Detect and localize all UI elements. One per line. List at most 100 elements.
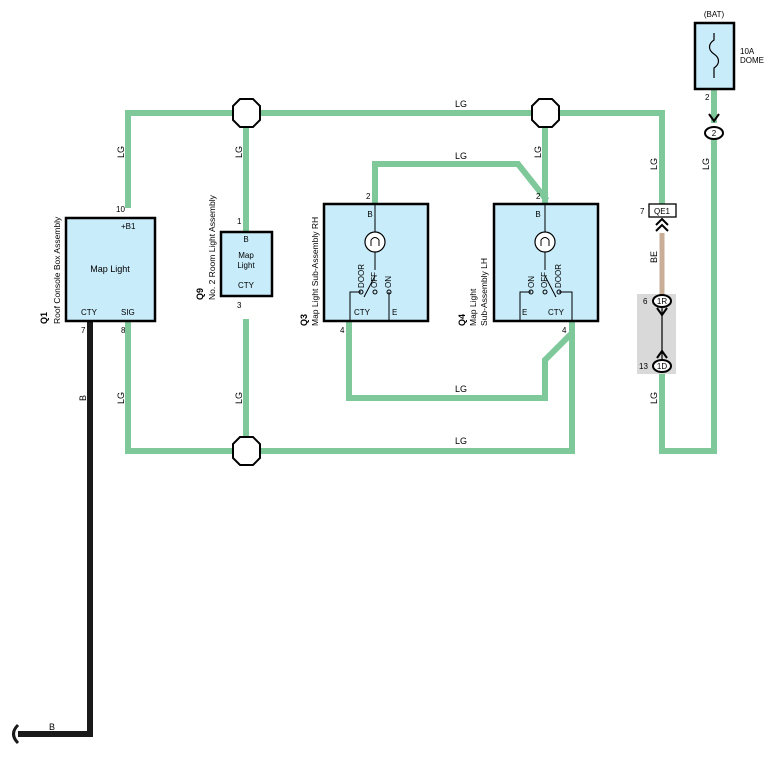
q9-pin-cty: 3	[237, 301, 242, 310]
q1-title: Map Light	[90, 264, 130, 274]
connector-1r	[652, 294, 672, 308]
q1-pin-b1-label: +B1	[121, 222, 136, 231]
junction-connectors: QE1 7 1R 6 1D 13	[637, 203, 677, 374]
q3-switch-off: OFF	[370, 272, 379, 288]
component-q3: 2 B DOOR OFF ON CTY E 4 Q3 Map Light Sub…	[299, 192, 430, 335]
connector-1r-label: 1R	[657, 297, 667, 306]
wire-top-bus	[125, 110, 665, 208]
q3-box	[322, 202, 430, 323]
q3-pin-b-label: B	[367, 210, 372, 219]
q1-pin-cty-label: CTY	[81, 308, 98, 317]
q1-box	[64, 216, 157, 323]
q4-pin-e-label: E	[522, 308, 527, 317]
q1-code: Q1	[39, 312, 49, 324]
wire-label: LG	[455, 436, 467, 446]
bulb-icon	[364, 231, 386, 253]
wire-rh-cty-lh-e	[346, 319, 575, 401]
component-q9: B Map Light CTY 1 3 Q9 No. 2 Room Light …	[195, 194, 274, 310]
wire-label: LG	[649, 158, 659, 170]
wire-rh-lh-link	[372, 161, 550, 208]
q3-switch-door: DOOR	[357, 264, 366, 288]
splice-junctions	[232, 98, 560, 466]
q9-title-line1: Map	[238, 251, 254, 260]
q1-pin-b1: 10	[116, 205, 125, 214]
filament-icon	[370, 237, 380, 246]
q3-pin-cty: 4	[340, 326, 345, 335]
wire-label: LG	[455, 151, 467, 161]
connector-1d-label: 1D	[657, 362, 667, 371]
fuse-block: (BAT) 10A DOME 2 2	[693, 10, 764, 140]
connector-1d-pin: 13	[639, 362, 648, 371]
q9-name: No. 2 Room Light Assembly	[207, 194, 217, 300]
connector-arrow-icon	[656, 349, 668, 359]
splice-junction	[531, 98, 560, 128]
wire-label: LG	[701, 158, 711, 170]
q1-pin-cty: 7	[81, 326, 86, 335]
q1-pin-sig-label: SIG	[121, 308, 135, 317]
q4-internal-wire	[519, 291, 531, 321]
component-q4: 2 B ON OFF DOOR E CTY 4 Q4 Map Light Sub…	[457, 192, 600, 335]
q4-internal-wire	[559, 291, 573, 321]
connector-2	[704, 126, 724, 140]
switch-lever-icon	[363, 275, 376, 298]
q9-code: Q9	[195, 288, 205, 300]
fuse-icon	[708, 33, 720, 78]
connector-arrow-icon	[656, 307, 668, 317]
wire-label: LG	[234, 392, 244, 404]
connector-1r-pin: 6	[643, 297, 648, 306]
component-q1: Map Light +B1 10 CTY 7 SIG 8 Q1 Roof Con…	[39, 205, 157, 335]
fuse-pin: 2	[705, 93, 710, 102]
q3-switch-on: ON	[384, 276, 393, 288]
connector-qe1-label: QE1	[654, 207, 671, 216]
q9-pin-cty-label: CTY	[238, 281, 255, 290]
power-source-label: (BAT)	[704, 10, 725, 19]
wire-label: LG	[234, 146, 244, 158]
bulb-icon	[534, 231, 556, 253]
wire-label: LG	[455, 384, 467, 394]
wire-label: B	[78, 395, 88, 401]
wire-ground	[18, 322, 93, 737]
wire-labels: LG LG LG LG LG LG LG LG LG LG LG LG B E B…	[49, 99, 711, 732]
fuse-rating: 10A	[740, 47, 755, 56]
wire-label: LG	[455, 99, 467, 109]
splice-junction	[232, 98, 261, 128]
q4-pin-cty-label: CTY	[548, 308, 565, 317]
q4-code: Q4	[457, 314, 467, 326]
connector-1d	[652, 359, 672, 373]
splice-junction	[232, 436, 261, 466]
switch-contact	[542, 289, 548, 295]
q9-pin-b: 1	[237, 217, 242, 226]
wire-label: LG	[649, 392, 659, 404]
q4-name-line2: Sub-Assembly LH	[479, 258, 489, 326]
wire-bottom-bus	[125, 319, 575, 454]
q4-switch-door: DOOR	[554, 264, 563, 288]
q3-pin-e-label: E	[392, 308, 397, 317]
q3-pin-cty-label: CTY	[354, 308, 371, 317]
wire-label: LG	[116, 392, 126, 404]
q9-pin-b-label: B	[243, 235, 248, 244]
q9-title-line2: Light	[237, 261, 255, 270]
connector-arrow-icon	[708, 113, 720, 123]
switch-contact	[372, 289, 378, 295]
q3-internal-wire	[349, 291, 361, 321]
wire-label: LG	[116, 146, 126, 158]
q3-code: Q3	[299, 314, 309, 326]
ground-terminal-icon	[12, 723, 20, 745]
connector-2-label: 2	[712, 129, 717, 138]
q4-pin-b: 2	[536, 192, 541, 201]
fuse-name: DOME	[740, 56, 764, 65]
q4-pin-b-label: B	[535, 210, 540, 219]
switch-lever-icon	[544, 275, 557, 298]
q4-switch-on: ON	[527, 276, 536, 288]
wire-label: B	[49, 722, 55, 732]
connector-chevron-icon	[655, 217, 669, 232]
q3-name: Map Light Sub-Assembly RH	[310, 217, 320, 326]
filament-icon	[540, 237, 550, 246]
q1-pin-sig: 8	[121, 326, 126, 335]
wire-fuse-return	[659, 135, 717, 454]
q4-name-line1: Map Light	[468, 288, 478, 326]
wire-label: LG	[533, 146, 543, 158]
q4-box	[492, 202, 600, 323]
q1-name: Roof Console Box Assembly	[52, 216, 62, 324]
